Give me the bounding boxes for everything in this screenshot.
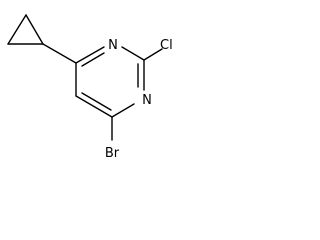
bond-c4-n3 — [75, 46, 105, 64]
cyclopropyl-bond-3 — [25, 14, 44, 45]
nitrogen-label-right: N — [142, 93, 152, 108]
cyclopropyl-bond-2 — [7, 14, 27, 45]
bond-c6-c5 — [75, 95, 113, 118]
bromine-label: Br — [105, 146, 120, 161]
pyrimidine-ring — [75, 46, 145, 118]
chlorine-label: Cl — [160, 38, 173, 53]
bond-c6-c5-inner — [81, 92, 112, 111]
bond-c4-n3-inner — [81, 52, 105, 67]
bond-n3-c2 — [121, 46, 145, 61]
nitrogen-label-top: N — [108, 38, 118, 53]
cyclopropyl-ring — [7, 14, 44, 45]
bond-c2-cl — [143, 48, 163, 61]
cyclopropyl-link-bond — [42, 43, 77, 64]
chemical-structure: N N Cl Br — [7, 14, 173, 161]
bond-n1-c6 — [111, 103, 135, 118]
